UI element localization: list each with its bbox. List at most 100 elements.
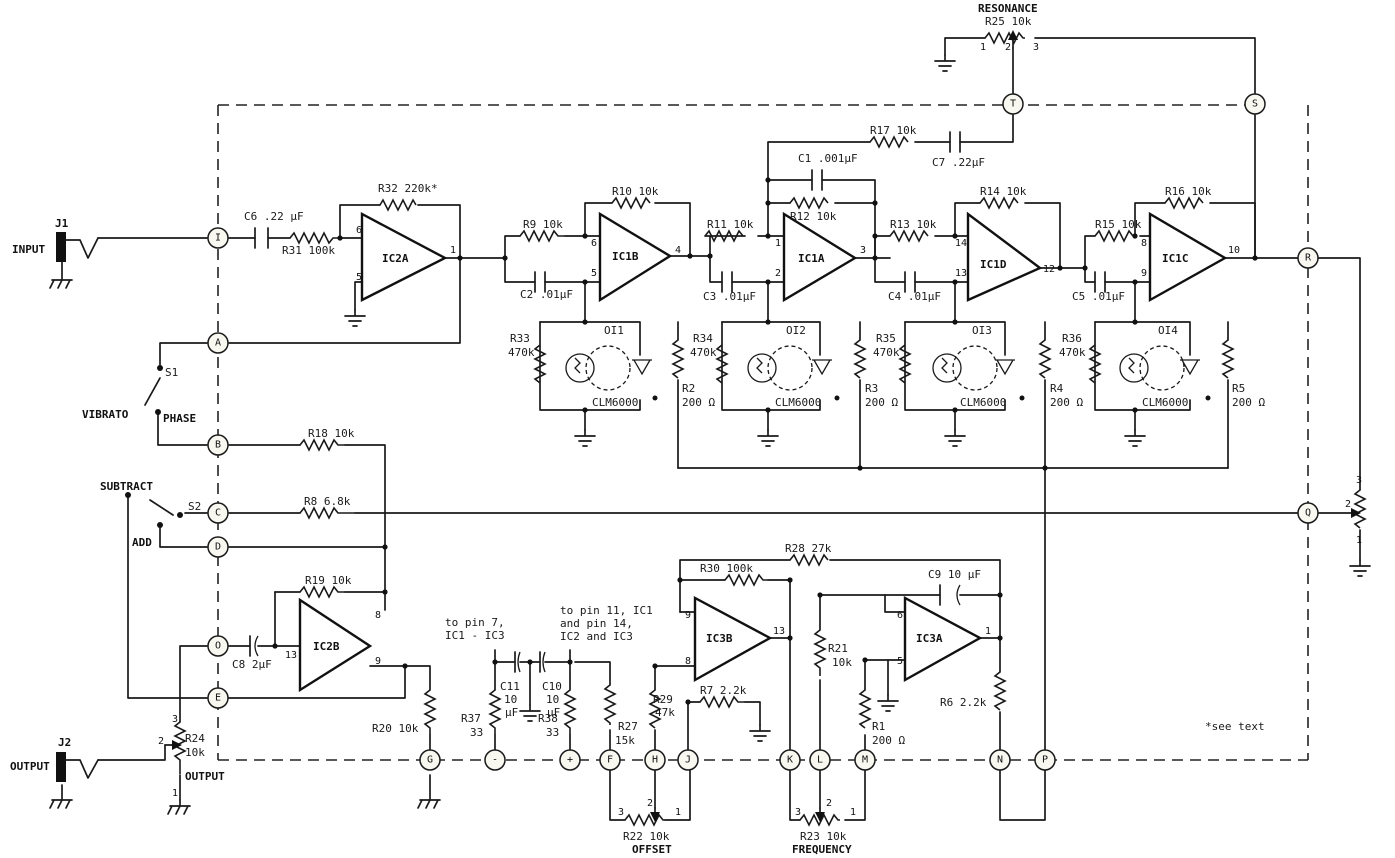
svg-text:*see text: *see text [1205, 720, 1265, 733]
pot-wipers [164, 30, 1361, 822]
svg-text:1: 1 [450, 245, 456, 256]
svg-text:47k: 47k [655, 706, 675, 719]
svg-text:2: 2 [826, 798, 832, 809]
svg-text:R36: R36 [1062, 332, 1082, 345]
svg-text:J: J [685, 755, 691, 766]
svg-text:15k: 15k [615, 734, 635, 747]
svg-text:IC1B: IC1B [612, 250, 639, 263]
svg-text:E: E [215, 693, 221, 704]
svg-text:C6 .22 µF: C6 .22 µF [244, 210, 304, 223]
svg-text:S1: S1 [165, 366, 178, 379]
svg-text:and pin 14,: and pin 14, [560, 617, 633, 630]
svg-text:5: 5 [356, 272, 362, 283]
svg-text:IC1D: IC1D [980, 258, 1007, 271]
svg-text:INPUT: INPUT [12, 243, 45, 256]
svg-text:3: 3 [618, 807, 624, 818]
svg-text:C5 .01µF: C5 .01µF [1072, 290, 1125, 303]
terminal-T: T [1002, 93, 1024, 115]
svg-text:8: 8 [375, 610, 381, 621]
svg-text:470k: 470k [690, 346, 717, 359]
svg-text:R27: R27 [618, 720, 638, 733]
svg-text:14: 14 [955, 238, 967, 249]
svg-text:O: O [215, 641, 221, 652]
terminals: I A B C D O E G - + F H J K L M N P Q R … [207, 93, 1319, 771]
svg-text:2: 2 [647, 798, 653, 809]
svg-text:R38: R38 [538, 712, 558, 725]
terminal-H: H [644, 749, 666, 771]
svg-text:C7 .22µF: C7 .22µF [932, 156, 985, 169]
svg-text:R34: R34 [693, 332, 713, 345]
svg-text:R6 2.2k: R6 2.2k [940, 696, 987, 709]
svg-text:R32 220k*: R32 220k* [378, 182, 438, 195]
svg-text:3: 3 [795, 807, 801, 818]
svg-text:R18 10k: R18 10k [308, 427, 355, 440]
svg-text:F: F [607, 755, 613, 766]
svg-text:to pin 11, IC1: to pin 11, IC1 [560, 604, 653, 617]
svg-text:R: R [1305, 253, 1312, 264]
terminal-P: P [1034, 749, 1056, 771]
svg-text:R15 10k: R15 10k [1095, 218, 1142, 231]
svg-text:R28 27k: R28 27k [785, 542, 832, 555]
svg-text:C2 .01µF: C2 .01µF [520, 288, 573, 301]
svg-text:C: C [215, 508, 221, 519]
svg-text:IC2A: IC2A [382, 252, 409, 265]
terminal-B: B [207, 434, 229, 456]
svg-text:A: A [215, 338, 221, 349]
svg-text:12: 12 [1043, 264, 1055, 275]
svg-text:C10: C10 [542, 680, 562, 693]
svg-text:µF: µF [547, 706, 560, 719]
svg-text:1: 1 [850, 807, 856, 818]
svg-text:OI3: OI3 [972, 324, 992, 337]
svg-text:R11 10k: R11 10k [707, 218, 754, 231]
svg-text:IC1 - IC3: IC1 - IC3 [445, 629, 505, 642]
terminal-F: F [599, 749, 621, 771]
svg-text:to pin 7,: to pin 7, [445, 616, 505, 629]
wiring [97, 37, 1361, 821]
svg-text:9: 9 [685, 610, 691, 621]
svg-text:D: D [215, 542, 221, 553]
svg-text:S2: S2 [188, 500, 201, 513]
svg-text:R33: R33 [510, 332, 530, 345]
terminal-plus: + [559, 749, 581, 771]
terminal-N: N [989, 749, 1011, 771]
svg-text:CLM6000: CLM6000 [1142, 396, 1188, 409]
svg-text:R21: R21 [828, 642, 848, 655]
svg-text:200 Ω: 200 Ω [1050, 396, 1083, 409]
svg-text:200 Ω: 200 Ω [682, 396, 715, 409]
svg-text:2: 2 [1005, 42, 1011, 53]
svg-text:L: L [817, 755, 823, 766]
svg-text:CLM6000: CLM6000 [775, 396, 821, 409]
svg-text:200 Ω: 200 Ω [1232, 396, 1265, 409]
svg-text:Q: Q [1305, 508, 1311, 519]
svg-text:R24: R24 [185, 732, 205, 745]
svg-text:R20 10k: R20 10k [372, 722, 419, 735]
svg-text:2: 2 [1345, 499, 1351, 510]
svg-text:5: 5 [591, 268, 597, 279]
ground-symbols [49, 54, 1371, 815]
svg-text:1: 1 [775, 238, 781, 249]
svg-text:470k: 470k [508, 346, 535, 359]
svg-text:C11: C11 [500, 680, 520, 693]
terminal-A: A [207, 332, 229, 354]
svg-text:S: S [1252, 99, 1258, 110]
svg-text:R31 100k: R31 100k [282, 244, 335, 257]
svg-text:R30 100k: R30 100k [700, 562, 753, 575]
junction-dots [272, 177, 1258, 705]
svg-text:PHASE: PHASE [163, 412, 196, 425]
svg-text:33: 33 [546, 726, 559, 739]
svg-text:-: - [492, 755, 498, 766]
terminal-G: G [419, 749, 441, 771]
svg-text:10k: 10k [832, 656, 852, 669]
svg-text:C3 .01µF: C3 .01µF [703, 290, 756, 303]
svg-text:IC3A: IC3A [916, 632, 943, 645]
component-labels: J1 INPUT J2 OUTPUT S1 VIBRATO PHASE S2 S… [10, 2, 1265, 856]
svg-text:C4 .01µF: C4 .01µF [888, 290, 941, 303]
svg-text:CLM6000: CLM6000 [960, 396, 1006, 409]
svg-text:6: 6 [591, 238, 597, 249]
opamps [298, 211, 1228, 693]
svg-text:OI4: OI4 [1158, 324, 1178, 337]
svg-text:T: T [1010, 99, 1016, 110]
svg-text:C9 10 µF: C9 10 µF [928, 568, 981, 581]
terminal-C: C [207, 502, 229, 524]
